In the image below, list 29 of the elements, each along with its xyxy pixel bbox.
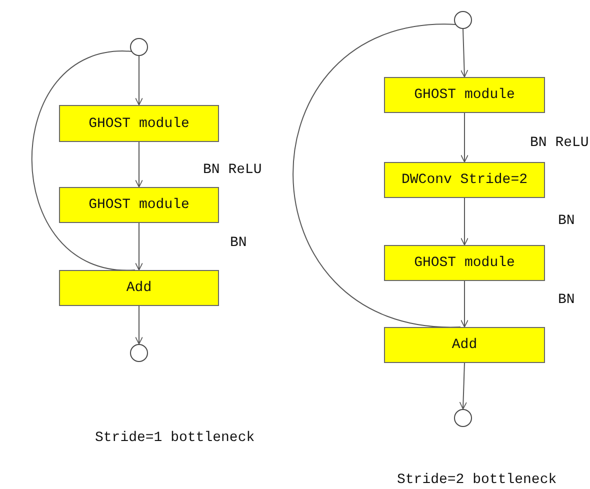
circle-node (130, 38, 148, 56)
process-box: Add (384, 327, 545, 363)
arrow (135, 142, 143, 188)
process-box: Add (59, 270, 219, 306)
operation-label: BN ReLU (203, 162, 262, 178)
circle-node (454, 409, 472, 427)
caption: Stride=2 bottleneck (397, 472, 557, 488)
circle-node (130, 344, 148, 362)
operation-label: BN (558, 213, 575, 229)
arrow (460, 112, 468, 162)
skip-connection-line (31, 51, 136, 270)
arrow (135, 56, 143, 106)
process-box: GHOST module (384, 245, 545, 281)
arrow (135, 222, 143, 270)
operation-label: BN ReLU (530, 135, 589, 151)
process-box: GHOST module (59, 105, 219, 142)
arrow (460, 198, 468, 246)
process-box: GHOST module (59, 187, 219, 223)
skip-connection-line (292, 24, 461, 328)
caption: Stride=1 bottleneck (95, 430, 255, 446)
arrow (135, 306, 143, 344)
operation-label: BN (558, 292, 575, 308)
arrow (460, 28, 468, 78)
process-box: DWConv Stride=2 (384, 162, 545, 198)
arrow (460, 280, 468, 328)
operation-label: BN (230, 235, 247, 251)
arrow (459, 362, 468, 410)
circle-node (454, 11, 472, 29)
process-box: GHOST module (384, 77, 545, 113)
